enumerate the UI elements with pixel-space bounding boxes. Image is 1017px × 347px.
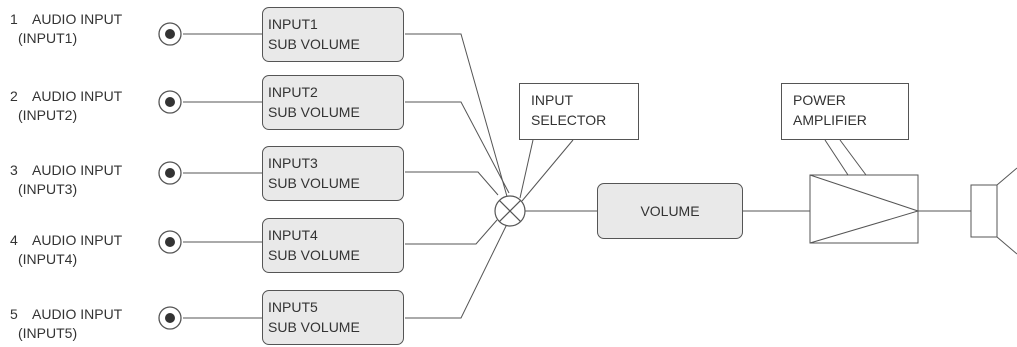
input-number: 3 [10,162,18,178]
input-name: AUDIO INPUT [32,162,123,178]
sub-volume-label: SUB VOLUME [268,247,360,263]
sub-volume-box-3: INPUT3 SUB VOLUME [262,146,404,201]
rca-jack-icon-1 [158,22,182,46]
volume-label: VOLUME [640,203,700,219]
input-name: AUDIO INPUT [32,11,123,27]
input-label-2: 2 AUDIO INPUT (INPUT2) [10,87,122,125]
sub-volume-label: SUB VOLUME [268,319,360,335]
selector-line1: INPUT [531,92,573,108]
input-name: AUDIO INPUT [32,232,123,248]
input1-to-selector-line [405,33,509,201]
input-name: AUDIO INPUT [32,88,123,104]
input-number: 2 [10,88,18,104]
rca-jack-icon-2 [158,90,182,114]
volume-box: VOLUME [597,183,743,239]
sub-volume-input: INPUT3 [268,155,318,171]
rca-jack-icon-4 [158,230,182,254]
sub-volume-box-4: INPUT4 SUB VOLUME [262,218,404,273]
sub-volume-label: SUB VOLUME [268,104,360,120]
rca-jack-icon-3 [158,161,182,185]
rca-jack-icon-5 [158,306,182,330]
input-number: 1 [10,11,18,27]
amplifier-line2: AMPLIFIER [793,112,867,128]
input-sub-label: (INPUT4) [18,251,78,267]
sub-volume-label: SUB VOLUME [268,175,360,191]
input-label-4: 4 AUDIO INPUT (INPUT4) [10,231,122,269]
sub-volume-input: INPUT2 [268,84,318,100]
input-label-1: 1 AUDIO INPUT (INPUT1) [10,10,122,48]
input-number: 4 [10,232,18,248]
input-sub-label: (INPUT1) [18,30,78,46]
input-label-5: 5 AUDIO INPUT (INPUT5) [10,305,122,343]
input-sub-label: (INPUT5) [18,325,78,341]
sub-volume-input: INPUT5 [268,299,318,315]
amplifier-line1: POWER [793,92,846,108]
sub-volume-box-2: INPUT2 SUB VOLUME [262,75,404,130]
amplifier-icon [809,174,920,244]
sub-volume-input: INPUT1 [268,16,318,32]
input-name: AUDIO INPUT [32,306,123,322]
selector-line2: SELECTOR [531,112,607,128]
sub-volume-box-5: INPUT5 SUB VOLUME [262,290,404,345]
input-number: 5 [10,306,18,322]
selector-mixer-icon [494,195,526,227]
sub-volume-box-1: INPUT1 SUB VOLUME [262,7,404,62]
speaker-icon [970,167,1017,255]
sub-volume-input: INPUT4 [268,227,318,243]
power-amplifier-callout: POWER AMPLIFIER [781,83,909,140]
sub-volume-label: SUB VOLUME [268,36,360,52]
input-sub-label: (INPUT3) [18,181,78,197]
input-sub-label: (INPUT2) [18,107,78,123]
input-label-3: 3 AUDIO INPUT (INPUT3) [10,161,122,199]
input-selector-callout: INPUT SELECTOR [519,83,639,140]
